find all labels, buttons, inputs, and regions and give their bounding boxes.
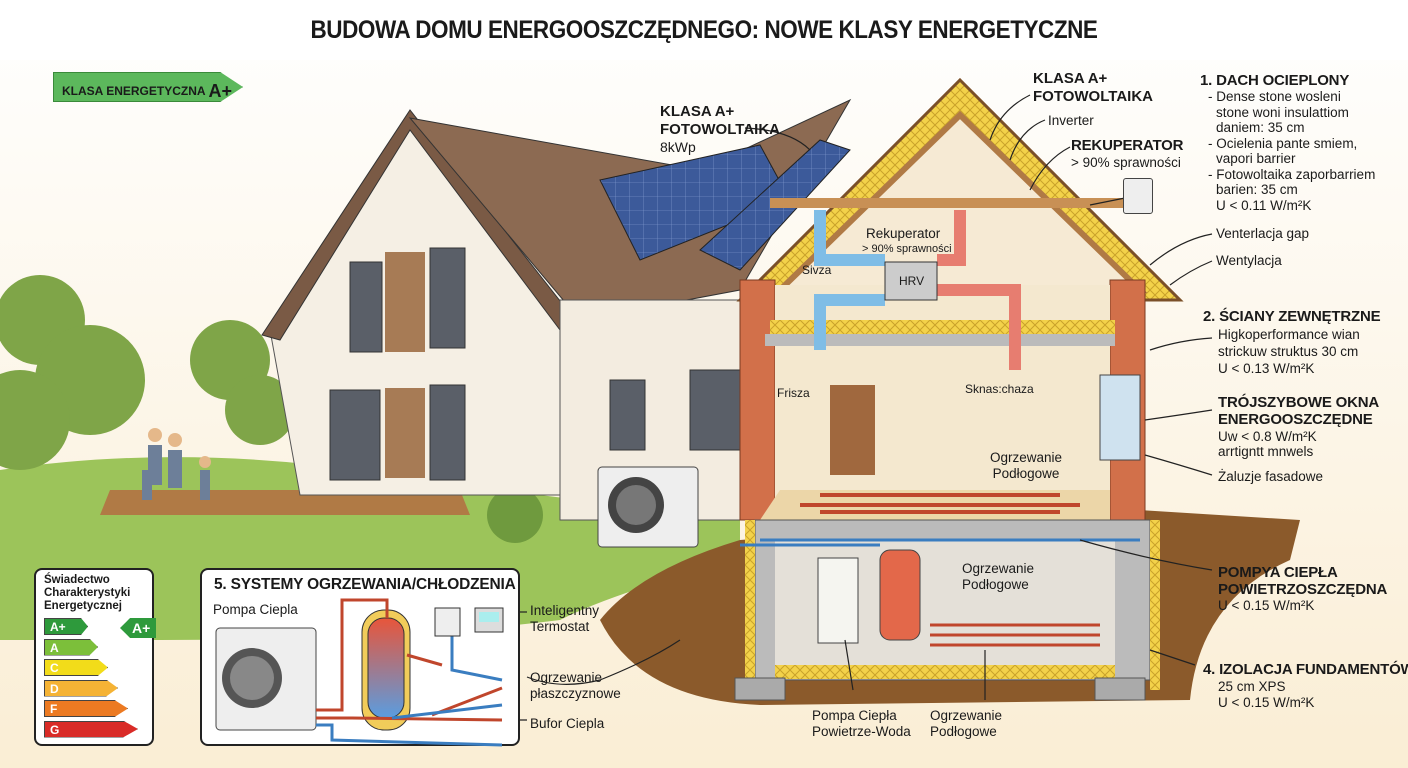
foundation-line: U < 0.15 W/m²K	[1218, 695, 1315, 710]
energy-class-bar: F	[44, 700, 128, 717]
roof-line: stone woni insulattiom	[1216, 104, 1349, 120]
vent-label: Wentylacja	[1216, 253, 1282, 268]
foundation-line: 25 cm XPS	[1218, 679, 1286, 694]
energy-class-bar: C	[44, 659, 108, 676]
badge-class: A+	[208, 81, 232, 101]
hrv-exhaust-label: Sknas:chaza	[965, 382, 1034, 396]
walls-title: 2. ŚCIANY ZEWNĘTRZNE	[1203, 308, 1381, 325]
roof-line: - Fotowoltaika zaporbarriem	[1208, 166, 1376, 182]
roof-line: - Dense stone wosleni	[1208, 89, 1341, 104]
walls-line: U < 0.13 W/m²K	[1218, 361, 1315, 376]
top-pv-1: KLASA A+	[1033, 70, 1108, 87]
pv-label-1: KLASA A+	[660, 103, 735, 120]
hrv-sub: > 90% sprawności	[862, 243, 952, 255]
heating-systems-panel: 5. SYSTEMY OGRZEWANIA/CHŁODZENIA Pompa C…	[200, 568, 520, 747]
windows-note: arrtigntt mnwels	[1218, 444, 1314, 459]
pv-label-2: FOTOWOLTAIKA	[660, 121, 780, 138]
cert-title-line: Charakterystyki	[44, 587, 131, 599]
terrace	[100, 490, 470, 515]
systems-pump-label: Pompa Ciepla	[213, 602, 298, 617]
heating-system-diagram	[215, 598, 504, 747]
door	[830, 385, 875, 475]
floor-heating-l1: Ogrzewanie	[962, 561, 1035, 576]
windows-title-2: ENERGOOSZCZĘDNE	[1218, 411, 1373, 428]
floor-heating-l2: Podłogowe	[992, 466, 1060, 482]
windows-title-1: TRÓJSZYBOWE OKNA	[1218, 394, 1379, 411]
roof-line: barien: 35 cm	[1216, 182, 1298, 197]
windows	[329, 247, 746, 481]
roof-line: U < 0.11 W/m²K	[1216, 197, 1312, 213]
walls-line: strickuw struktus 30 cm	[1218, 344, 1359, 359]
vent-gap-label: Venterlacja gap	[1216, 226, 1310, 241]
bush	[487, 487, 543, 543]
walls-line: Higkoperformance wian	[1218, 327, 1360, 342]
current-class-indicator: A+	[120, 618, 156, 638]
roof-line: - Ocielenia pante smiem,	[1208, 135, 1358, 151]
inverter-label: Inverter	[1048, 113, 1094, 128]
pump-l1: Pompa Ciepła	[812, 708, 897, 723]
family	[142, 428, 211, 500]
triple-window	[1099, 374, 1141, 461]
badge-label: KLASA ENERGETYCZNA	[62, 84, 206, 98]
floor-heating-l1: Ogrzewanie	[930, 708, 1003, 723]
heatpump-title-1: POMPYA CIEPŁA	[1218, 564, 1338, 581]
page-title: BUDOWA DOMU ENERGOOSZCZĘDNEGO: NOWE KLAS…	[310, 16, 1098, 44]
trees	[0, 275, 295, 470]
surface-heating-l1: Ogrzewanie	[530, 670, 603, 685]
hrv-box-label: HRV	[899, 274, 925, 288]
floor-heating-l2: Podłogowe	[962, 577, 1029, 593]
hrv-fresh-label: Frisza	[777, 386, 810, 400]
energy-class-bar: A+	[44, 618, 88, 635]
pv-label-3: 8kWp	[660, 139, 696, 155]
cert-title-line: Świadectwo	[44, 574, 110, 586]
roof-title: 1. DACH OCIEPLONY	[1200, 72, 1350, 89]
roof-line: vapori barrier	[1216, 151, 1296, 166]
energy-class-bar: A	[44, 638, 98, 656]
hrv-unit	[884, 261, 938, 301]
hrv-title: Rekuperator	[866, 226, 941, 241]
rekuperator-sub: > 90% sprawności	[1071, 155, 1181, 170]
energy-class-bar: D	[44, 679, 118, 697]
energy-class-bar: G	[44, 720, 138, 738]
heatpump-u: U < 0.15 W/m²K	[1218, 598, 1315, 613]
floor-heating-l1: Ogrzewanie	[990, 450, 1063, 465]
hrv-intake-label: Sivza	[802, 263, 832, 277]
thermostat-l2: Termostat	[530, 619, 590, 635]
blinds-label: Żaluzje fasadowe	[1218, 469, 1324, 484]
buffer-label: Bufor Ciepla	[530, 716, 605, 731]
rekuperator-title: REKUPERATOR	[1071, 137, 1184, 154]
energy-class-badge: KLASA ENERGETYCZNA A+	[53, 72, 243, 102]
pump-l2: Powietrze-Woda	[812, 724, 911, 740]
heatpump-title-2: POWIETRZOSZCZĘDNA	[1218, 581, 1388, 598]
windows-u: Uw < 0.8 W/m²K	[1218, 429, 1317, 444]
indoor-heat-pump	[817, 557, 859, 644]
foundation-title: 4. IZOLACJA FUNDAMENTÓW	[1203, 661, 1408, 678]
thermostat-l1: Inteligentny	[530, 603, 600, 618]
roof-line: daniem: 35 cm	[1216, 120, 1305, 135]
cert-title-line: Energetycznej	[44, 600, 122, 612]
surface-heating-l2: płaszczyznowe	[530, 686, 621, 702]
buffer-tank	[879, 549, 921, 641]
inverter-icon	[1123, 178, 1153, 214]
top-pv-2: FOTOWOLTAIKA	[1033, 88, 1153, 105]
systems-title: 5. SYSTEMY OGRZEWANIA/CHŁODZENIA	[214, 576, 516, 593]
floor-heating-l2: Podłogowe	[930, 724, 997, 740]
